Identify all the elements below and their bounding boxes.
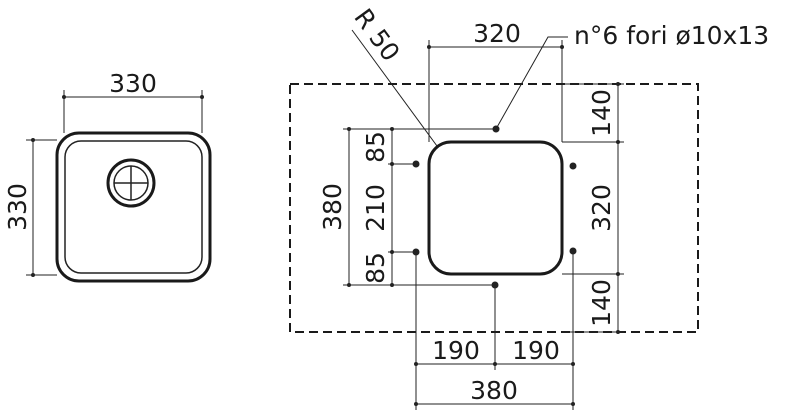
left-middle-label: 210 [361, 184, 390, 232]
cutout-opening [427, 140, 564, 276]
radius-annotation: R 50 [348, 3, 438, 147]
left-upper-label: 85 [361, 131, 390, 163]
right-upper-label: 140 [587, 89, 616, 137]
sink-inner-bowl [64, 140, 203, 274]
drain-icon [106, 158, 156, 208]
left-total-label: 380 [318, 183, 347, 231]
cutout-template-view: R 50 320 n°6 fori ø10x13 380 [289, 3, 769, 410]
bottom-right-label: 190 [512, 336, 560, 365]
fixing-holes [412, 125, 577, 289]
holes-note-label: n°6 fori ø10x13 [574, 21, 769, 50]
radius-label: R 50 [348, 3, 405, 66]
top-spacing-label: 320 [473, 19, 521, 48]
fixing-hole-right-upper [569, 162, 577, 170]
bottom-dimensions: 190 190 380 [414, 251, 575, 410]
holes-note: n°6 fori ø10x13 [495, 21, 769, 130]
right-dimensions: 140 320 140 [562, 82, 624, 334]
right-middle-label: 320 [587, 184, 616, 232]
sink-width-label: 330 [109, 69, 157, 98]
worktop-outline [289, 83, 699, 333]
right-lower-label: 140 [587, 279, 616, 327]
sink-top-view: 330 330 [3, 69, 212, 283]
bottom-left-label: 190 [432, 336, 480, 365]
left-lower-label: 85 [361, 252, 390, 284]
left-dimensions: 380 85 210 85 [318, 127, 496, 287]
sink-height-label: 330 [3, 183, 32, 231]
bottom-total-label: 380 [470, 376, 518, 405]
sink-outer-rim [55, 131, 212, 283]
sink-height-dimension: 330 [3, 138, 57, 277]
sink-width-dimension: 330 [62, 69, 204, 133]
top-spacing-dimension: 320 [427, 19, 564, 142]
